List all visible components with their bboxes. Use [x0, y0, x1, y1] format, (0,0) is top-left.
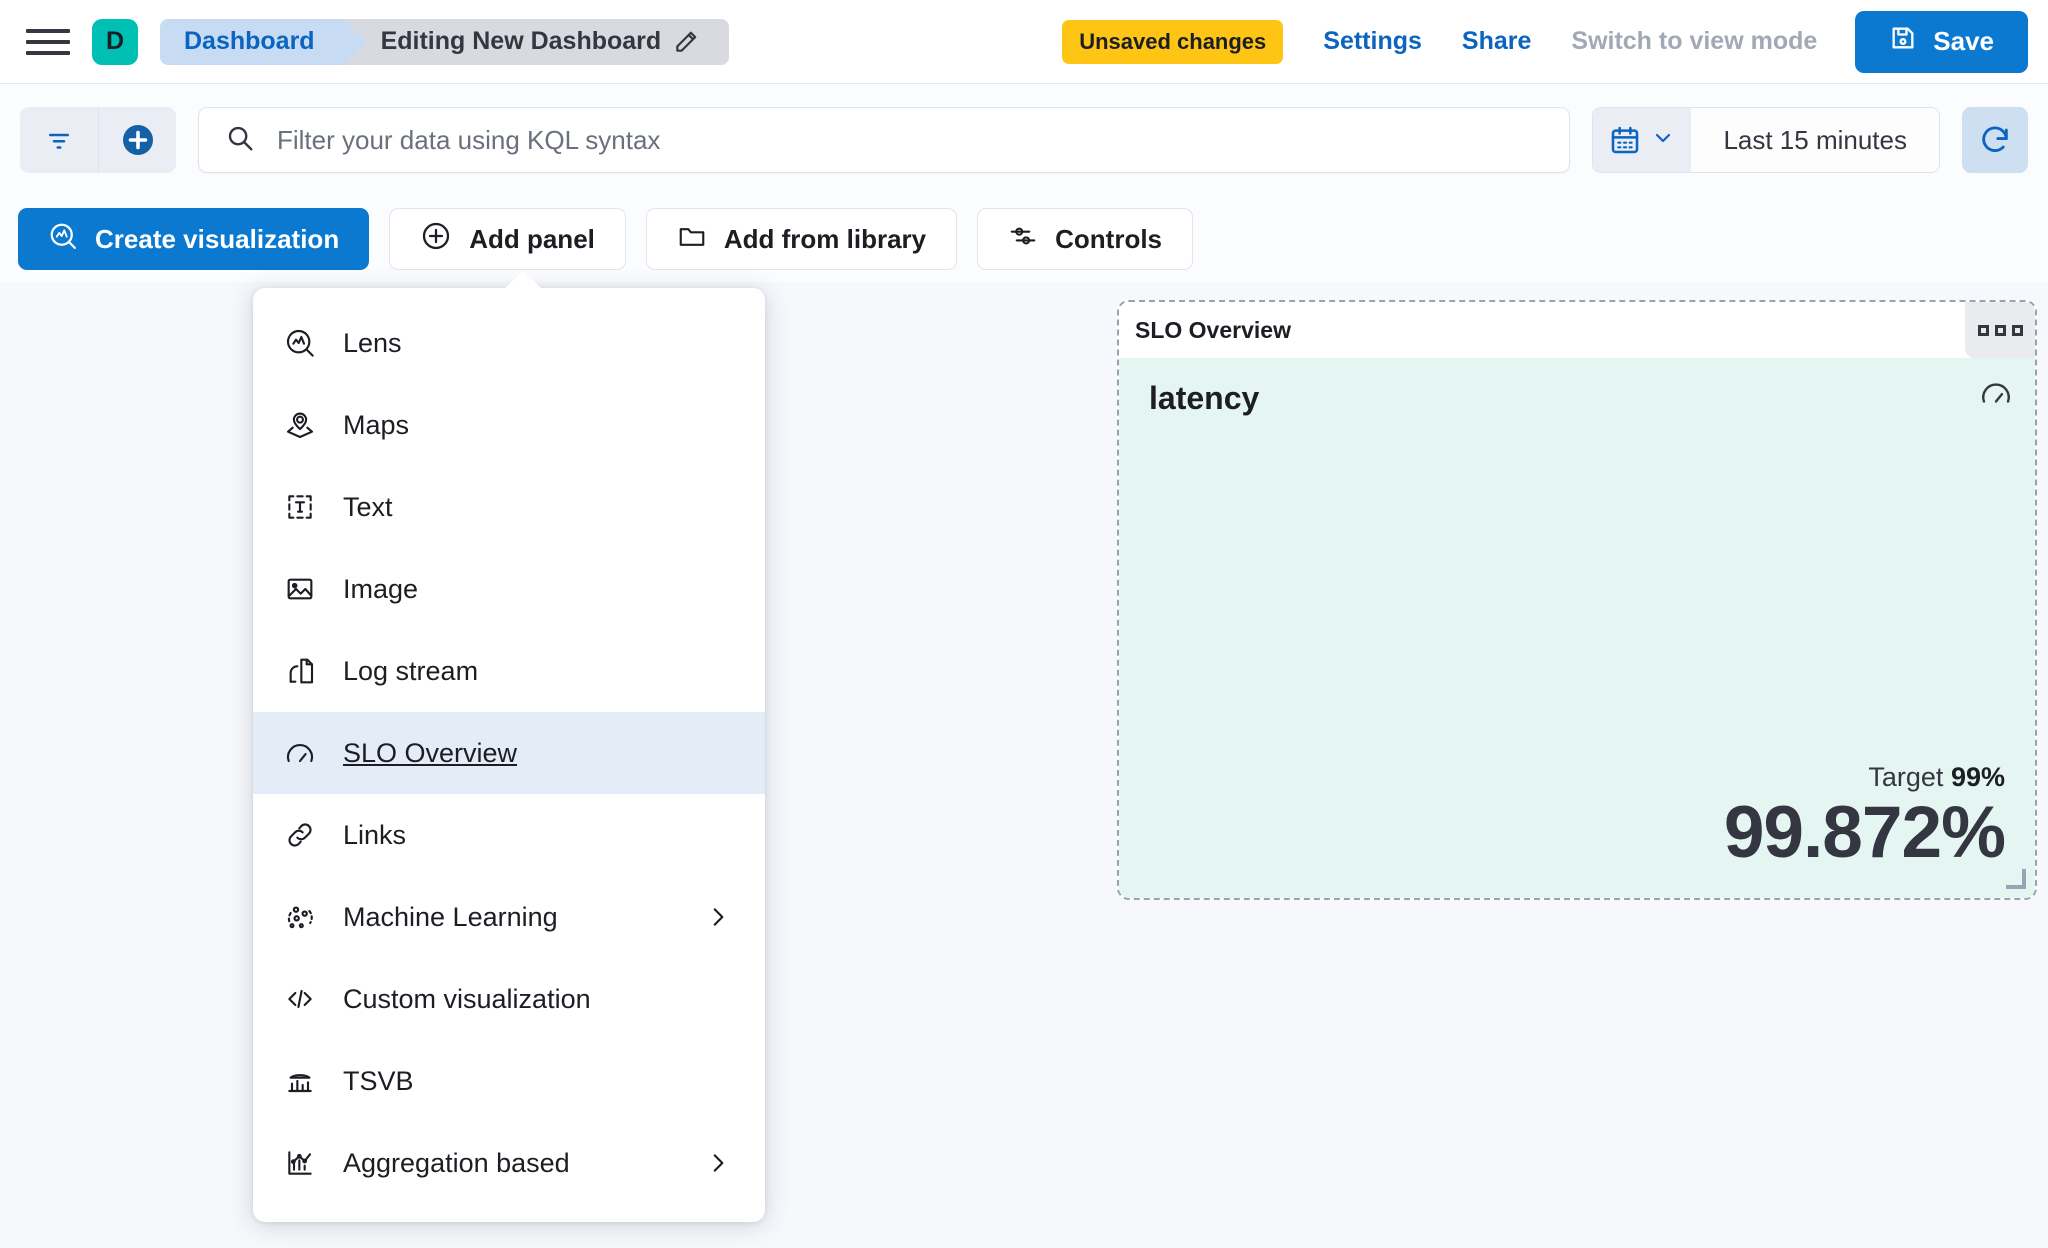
breadcrumb-dashboard[interactable]: Dashboard [160, 18, 367, 65]
image-icon [283, 572, 317, 606]
menu-item-label: Maps [343, 409, 410, 440]
space-avatar[interactable]: D [92, 18, 138, 65]
slo-metrics: Target 99% 99.872% [1149, 762, 2006, 874]
plus-circle-icon [420, 220, 452, 259]
breadcrumb-dashboard-label: Dashboard [184, 27, 315, 55]
search-input-wrapper[interactable] [198, 107, 1571, 173]
menu-item-label: Text [343, 491, 393, 522]
add-from-library-button[interactable]: Add from library [645, 208, 958, 270]
menu-item-label: SLO Overview [343, 737, 518, 768]
slo-target: Target 99% [1149, 762, 2005, 793]
menu-item-label: Links [343, 819, 407, 850]
slo-sli-value: 99.872% [1723, 792, 2006, 874]
filter-icon[interactable] [20, 107, 98, 173]
hamburger-icon[interactable] [26, 22, 70, 62]
map-pin-icon [283, 408, 317, 442]
chevron-right-icon [705, 904, 731, 930]
settings-link[interactable]: Settings [1323, 27, 1422, 55]
controls-label: Controls [1055, 223, 1163, 254]
chevron-right-icon [705, 1150, 731, 1176]
folder-icon [677, 221, 707, 258]
pencil-icon[interactable] [673, 29, 699, 55]
ml-icon [283, 900, 317, 934]
create-visualization-label: Create visualization [95, 223, 340, 254]
context-menu-icon[interactable] [1965, 302, 2035, 358]
menu-item-machine-learning[interactable]: Machine Learning [253, 876, 765, 958]
text-box-icon [283, 490, 317, 524]
menu-item-label: Machine Learning [343, 901, 558, 932]
slo-name: latency [1149, 380, 1260, 416]
menu-item-log-stream[interactable]: Log stream [253, 630, 765, 712]
panel-body: latency Target 99% 99.872% [1119, 358, 2035, 898]
chevron-down-icon [1651, 126, 1675, 155]
menu-item-lens[interactable]: Lens [253, 302, 765, 384]
slo-target-value: 99% [1950, 762, 2005, 793]
add-panel-label: Add panel [469, 223, 595, 254]
slo-target-label: Target [1868, 762, 1944, 793]
menu-item-label: Custom visualization [343, 983, 591, 1014]
menu-item-label: Image [343, 573, 419, 604]
add-panel-button[interactable]: Add panel [389, 208, 626, 270]
menu-item-label: TSVB [343, 1065, 414, 1096]
code-icon [283, 982, 317, 1016]
breadcrumb: Dashboard Editing New Dashboard [160, 18, 730, 65]
menu-item-label: Aggregation based [343, 1147, 570, 1178]
save-button[interactable]: Save [1855, 10, 2028, 73]
dashboard-panel-slo-overview[interactable]: SLO Overview latency Target 99% 99.872% [1117, 300, 2037, 900]
menu-item-text[interactable]: Text [253, 466, 765, 548]
add-from-library-label: Add from library [723, 223, 927, 254]
date-range-picker: Last 15 minutes [1592, 107, 1940, 173]
app-header: D Dashboard Editing New Dashboard Unsave… [0, 0, 2048, 84]
menu-item-maps[interactable]: Maps [253, 384, 765, 466]
query-bar: Last 15 minutes [0, 84, 2048, 196]
link-icon [283, 818, 317, 852]
menu-item-custom-visualization[interactable]: Custom visualization [253, 958, 765, 1040]
date-range-value[interactable]: Last 15 minutes [1723, 124, 1907, 155]
resize-corner-icon[interactable] [2006, 869, 2026, 889]
unsaved-changes-badge[interactable]: Unsaved changes [1062, 19, 1284, 64]
panel-title: SLO Overview [1135, 316, 1291, 343]
menu-item-label: Log stream [343, 655, 479, 686]
refresh-icon[interactable] [1962, 107, 2028, 173]
save-disk-icon [1889, 24, 1917, 59]
add-circle-icon[interactable] [98, 107, 176, 173]
breadcrumb-current-label: Editing New Dashboard [380, 27, 662, 55]
switch-to-view-mode-link[interactable]: Switch to view mode [1571, 27, 1818, 55]
gauge-icon [283, 736, 317, 770]
menu-item-image[interactable]: Image [253, 548, 765, 630]
filter-button-group [20, 107, 176, 173]
menu-item-label: Lens [343, 327, 402, 358]
dashboard-toolbar: Create visualization Add panel Add from … [0, 196, 2048, 282]
log-stream-icon [283, 654, 317, 688]
lens-icon [283, 326, 317, 360]
search-icon [225, 123, 255, 158]
tsvb-icon [283, 1064, 317, 1098]
calendar-icon[interactable] [1593, 108, 1692, 172]
gauge-icon [1979, 376, 2013, 415]
search-input[interactable] [277, 124, 1544, 156]
lens-icon [48, 221, 78, 258]
bar-chart-icon [283, 1146, 317, 1180]
menu-item-slo-overview[interactable]: SLO Overview [253, 712, 765, 794]
save-button-label: Save [1933, 26, 1994, 56]
panel-header: SLO Overview [1119, 302, 2035, 358]
create-visualization-button[interactable]: Create visualization [18, 208, 370, 270]
controls-button[interactable]: Controls [977, 208, 1194, 270]
menu-item-links[interactable]: Links [253, 794, 765, 876]
menu-item-tsvb[interactable]: TSVB [253, 1040, 765, 1122]
sliders-icon [1008, 221, 1038, 258]
share-link[interactable]: Share [1461, 27, 1532, 55]
breadcrumb-current[interactable]: Editing New Dashboard [344, 18, 730, 65]
menu-item-aggregation-based[interactable]: Aggregation based [253, 1122, 765, 1204]
